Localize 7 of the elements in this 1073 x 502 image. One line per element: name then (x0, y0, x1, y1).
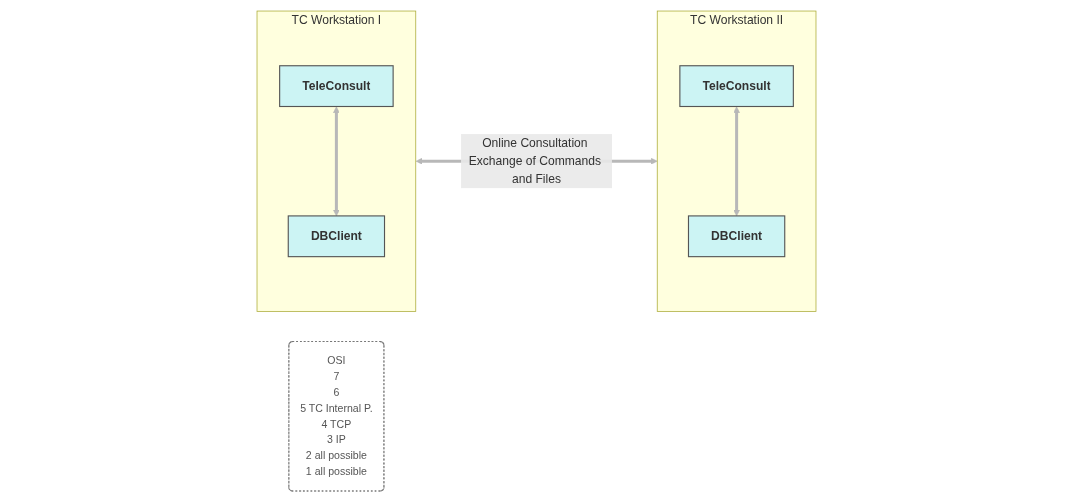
edge-label: Online Consultation Exchange of Commands and Files (468, 136, 601, 186)
node-box: TeleConsult (679, 65, 794, 108)
node-box: DBClient (287, 215, 386, 258)
node-box: TeleConsult (279, 65, 394, 108)
node-box: DBClient (687, 215, 786, 258)
arrow (733, 106, 740, 217)
arrow (333, 106, 340, 217)
